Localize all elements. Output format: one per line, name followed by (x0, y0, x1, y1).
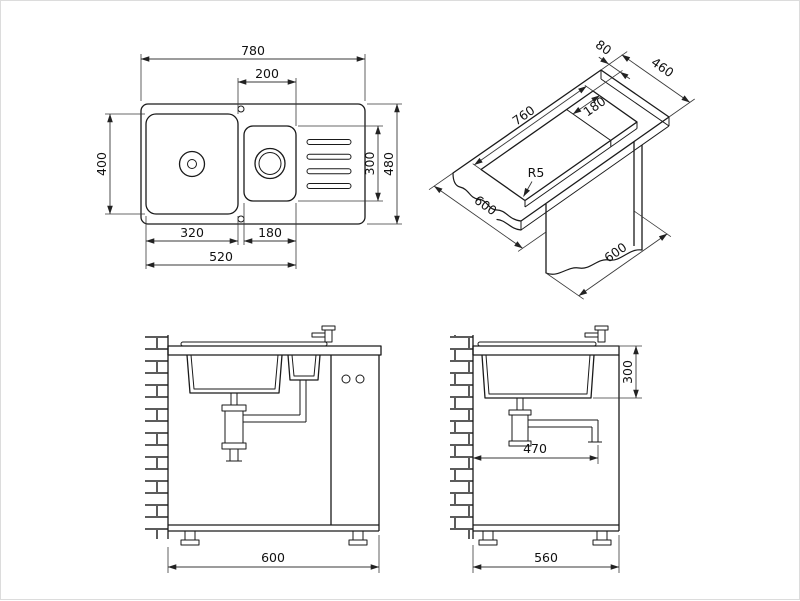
faucet-side (584, 325, 609, 343)
dim-180-plan: 180 (243, 203, 297, 269)
brick-wall-hatch (145, 335, 168, 539)
dim-label-bowl-depth: 300 (620, 360, 635, 384)
dim-80: 80 (593, 37, 631, 92)
cabinet-edges (545, 142, 643, 273)
main-drain-center (187, 159, 197, 169)
dim-r5: R5 (523, 165, 545, 197)
handle-hole-left (341, 374, 351, 384)
isometric-view: 760 180 80 460 R5 600 (428, 37, 695, 300)
drainboard-grooves (306, 139, 352, 189)
dim-label-small-bowl-module: 200 (255, 66, 279, 81)
sink-rim-side (477, 341, 597, 347)
worktop-section (167, 345, 382, 356)
plan-view: 780 200 400 300 480 320 (94, 43, 402, 269)
dim-320: 320 (145, 216, 239, 269)
small-bowl-inner (291, 354, 317, 377)
dim-label-bowls-span: 520 (209, 249, 233, 264)
brick-wall-hatch-side (450, 335, 473, 539)
cabinet-carcass-side (473, 355, 620, 532)
small-bowl (243, 125, 297, 202)
small-bowl-outer (287, 354, 321, 381)
worktop-cut-thickness (496, 218, 522, 231)
dim-label-cabinet-width-iso: 600 (601, 239, 629, 265)
dim-label-total-depth: 480 (381, 152, 396, 176)
bowl-outer-side (481, 354, 595, 399)
siphon-trap (221, 380, 307, 462)
dim-460: 460 (621, 54, 695, 118)
dim-label-cabinet-depth-iso: 600 (472, 192, 500, 218)
cabinet-legs (180, 530, 368, 546)
bowl-inner-side (485, 354, 591, 395)
dim-400: 400 (94, 113, 145, 215)
dim-label-back-rim: 80 (593, 37, 615, 58)
dim-label-cabinet-depth-side: 560 (534, 550, 558, 565)
dim-200: 200 (237, 66, 297, 126)
siphon-trap-side (508, 398, 602, 447)
sink-cutout (480, 90, 638, 202)
cabinet-carcass (168, 355, 380, 532)
dim-560: 560 (472, 535, 620, 573)
front-section-view: 600 (145, 325, 382, 573)
dim-600-front: 600 (167, 535, 380, 573)
worktop-outline (140, 103, 366, 225)
side-section-view: 300 470 560 (450, 325, 642, 573)
dim-300-plan: 300 (298, 125, 383, 202)
main-bowl-outer (186, 354, 283, 394)
cutout-depth-and-divider (524, 109, 638, 208)
dim-520: 520 (145, 249, 297, 268)
dim-480: 480 (367, 103, 402, 225)
main-drain (178, 150, 206, 178)
dim-780: 780 (140, 43, 366, 101)
dim-300-side: 300 (593, 345, 642, 399)
dim-label-cutout-length: 760 (509, 102, 537, 128)
dim-470: 470 (472, 441, 599, 464)
dim-label-trap-offset: 470 (523, 441, 547, 456)
tap-hole-top (237, 105, 245, 113)
main-bowl-inner (190, 354, 279, 390)
dim-label-main-bowl-depth: 400 (94, 152, 109, 176)
dim-label-corner-radius: R5 (528, 165, 545, 180)
small-drain-inner (258, 152, 282, 175)
worktop-section-side (472, 345, 620, 356)
dim-label-total-width: 780 (241, 43, 265, 58)
dim-label-drainer-depth: 300 (362, 152, 377, 176)
handle-hole-right (355, 374, 365, 384)
dim-760: 760 (472, 84, 594, 170)
dim-label-cabinet-width-front: 600 (261, 550, 285, 565)
dim-label-small-bowl-width: 180 (258, 225, 282, 240)
dim-600-right: 600 (545, 210, 672, 300)
main-bowl (145, 113, 239, 215)
dim-600-left: 600 (428, 172, 547, 252)
dim-180-iso: 180 (572, 93, 609, 119)
sink-rim (180, 341, 328, 347)
small-drain-outer (254, 147, 286, 180)
faucet (311, 325, 336, 343)
dim-label-main-bowl-width: 320 (180, 225, 204, 240)
tap-hole-bottom (237, 215, 245, 223)
cabinet-legs-side (478, 530, 612, 546)
